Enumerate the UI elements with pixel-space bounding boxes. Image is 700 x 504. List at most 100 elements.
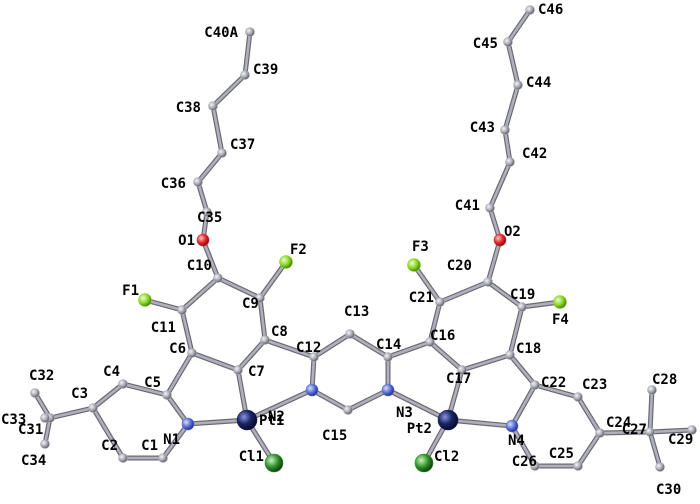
bond-highlight-C43-C44 [503, 83, 520, 132]
atom-C16 [425, 337, 435, 347]
atom-label-C15: C15 [322, 428, 347, 444]
atom-C18 [505, 350, 515, 360]
atom-C44 [513, 80, 523, 90]
atom-F2 [279, 255, 293, 269]
bond-highlight-C19-C18 [508, 305, 524, 357]
atom-label-C4: C4 [103, 364, 120, 380]
atom-F3 [407, 258, 421, 272]
atom-label-C24: C24 [606, 415, 631, 431]
atom-label-C6: C6 [169, 341, 186, 357]
atom-C4 [118, 379, 128, 389]
atom-label-C40A: C40A [204, 25, 238, 41]
atom-C32 [30, 388, 40, 398]
bond-highlight-C38-C39 [211, 73, 247, 108]
bond-highlight-C9-C8 [258, 296, 267, 342]
atom-C33 [40, 413, 50, 423]
bond-layer [32, 7, 695, 470]
bond-highlight-C3-C31 [48, 406, 95, 420]
atom-label-C21: C21 [409, 290, 434, 306]
atom-label-F3: F3 [412, 239, 429, 255]
atom-C43 [500, 125, 510, 135]
bond-highlight-C3-C4 [91, 382, 125, 410]
bond-highlight-C18-C22 [508, 353, 537, 387]
bond-highlight-C18-C17 [460, 353, 512, 372]
atom-C40A [245, 27, 255, 37]
atom-O2 [493, 233, 507, 247]
bond-highlight-C4-C5 [121, 382, 169, 397]
atom-C29 [687, 425, 697, 435]
atom-C21 [435, 297, 445, 307]
bond-highlight-N2-C15 [310, 388, 350, 412]
bond-highlight-C37-C38 [211, 104, 224, 155]
atom-label-C27: C27 [622, 422, 647, 438]
atom-C34 [40, 439, 50, 449]
atom-label-C38: C38 [176, 100, 201, 116]
atom-label-C34: C34 [21, 453, 46, 469]
atom-C19 [517, 302, 527, 312]
atom-label-F4: F4 [552, 312, 569, 328]
bond-highlight-C35-C36 [196, 180, 209, 214]
atom-C2 [118, 453, 128, 463]
atom-C17 [457, 365, 467, 375]
atom-label-C1: C1 [141, 438, 158, 454]
bond-highlight-N4-Pt2 [446, 418, 514, 428]
atom-C23 [573, 392, 583, 402]
bond-highlight-C36-C37 [196, 151, 224, 184]
atom-C11 [177, 305, 187, 315]
atom-label-O2: O2 [504, 224, 521, 240]
atom-C15 [343, 405, 353, 415]
atom-label-C19: C19 [510, 287, 535, 303]
bond-highlight-C5-C6 [165, 351, 194, 397]
atom-label-C46: C46 [538, 2, 563, 18]
atom-label-C31: C31 [18, 422, 43, 438]
atom-C41 [485, 203, 495, 213]
atom-C35 [202, 207, 212, 217]
atom-label-Cl1: Cl1 [239, 449, 264, 465]
atom-label-Pt2: Pt2 [407, 421, 432, 437]
atom-label-C16: C16 [430, 328, 455, 344]
atom-label-C3: C3 [71, 386, 88, 402]
bond-highlight-C10-O1 [201, 238, 220, 280]
atom-label-C11: C11 [151, 320, 176, 336]
atom-C37 [217, 148, 227, 158]
atom-label-Cl2: Cl2 [434, 449, 459, 465]
atom-label-C9: C9 [242, 296, 259, 312]
atom-label-C41: C41 [455, 198, 480, 214]
atom-C30 [655, 462, 665, 472]
atom-label-C7: C7 [248, 364, 265, 380]
atom-label-C43: C43 [470, 120, 495, 136]
atom-label-N3: N3 [396, 405, 413, 421]
bond-highlight-N1-C1 [161, 422, 190, 460]
atom-C9 [255, 293, 265, 303]
bond-highlight-C45-C46 [506, 8, 532, 44]
atom-C42 [505, 157, 515, 167]
atom-C25 [573, 461, 583, 471]
bond-highlight-C26-N4 [510, 424, 537, 468]
atom-N1 [181, 417, 195, 431]
bond-highlight-C10-C9 [216, 276, 262, 300]
bond-highlight-C6-C7 [190, 351, 240, 372]
bond-highlight-C27-C28 [648, 388, 654, 434]
atom-layer [30, 5, 697, 473]
atom-label-C44: C44 [526, 75, 551, 91]
atom-label-C32: C32 [29, 368, 54, 384]
atom-C26 [530, 461, 540, 471]
atom-C28 [647, 385, 657, 395]
atom-C13 [345, 329, 355, 339]
atom-label-N4: N4 [508, 433, 525, 449]
atom-label-C29: C29 [668, 432, 693, 448]
atom-C24 [595, 428, 605, 438]
bond-highlight-C27-C29 [648, 428, 694, 434]
atom-Cl1 [264, 453, 284, 473]
bond-highlight-C16-C21 [428, 300, 442, 344]
bond-highlight-C44-C45 [506, 40, 520, 87]
atom-C14 [383, 352, 393, 362]
atom-label-C22: C22 [541, 375, 566, 391]
atom-label-C28: C28 [652, 372, 677, 388]
bond-highlight-C8-C12 [263, 338, 316, 359]
atom-label-F1: F1 [122, 283, 139, 299]
atom-C20 [483, 277, 493, 287]
atom-C3 [88, 403, 98, 413]
atom-C45 [503, 37, 513, 47]
